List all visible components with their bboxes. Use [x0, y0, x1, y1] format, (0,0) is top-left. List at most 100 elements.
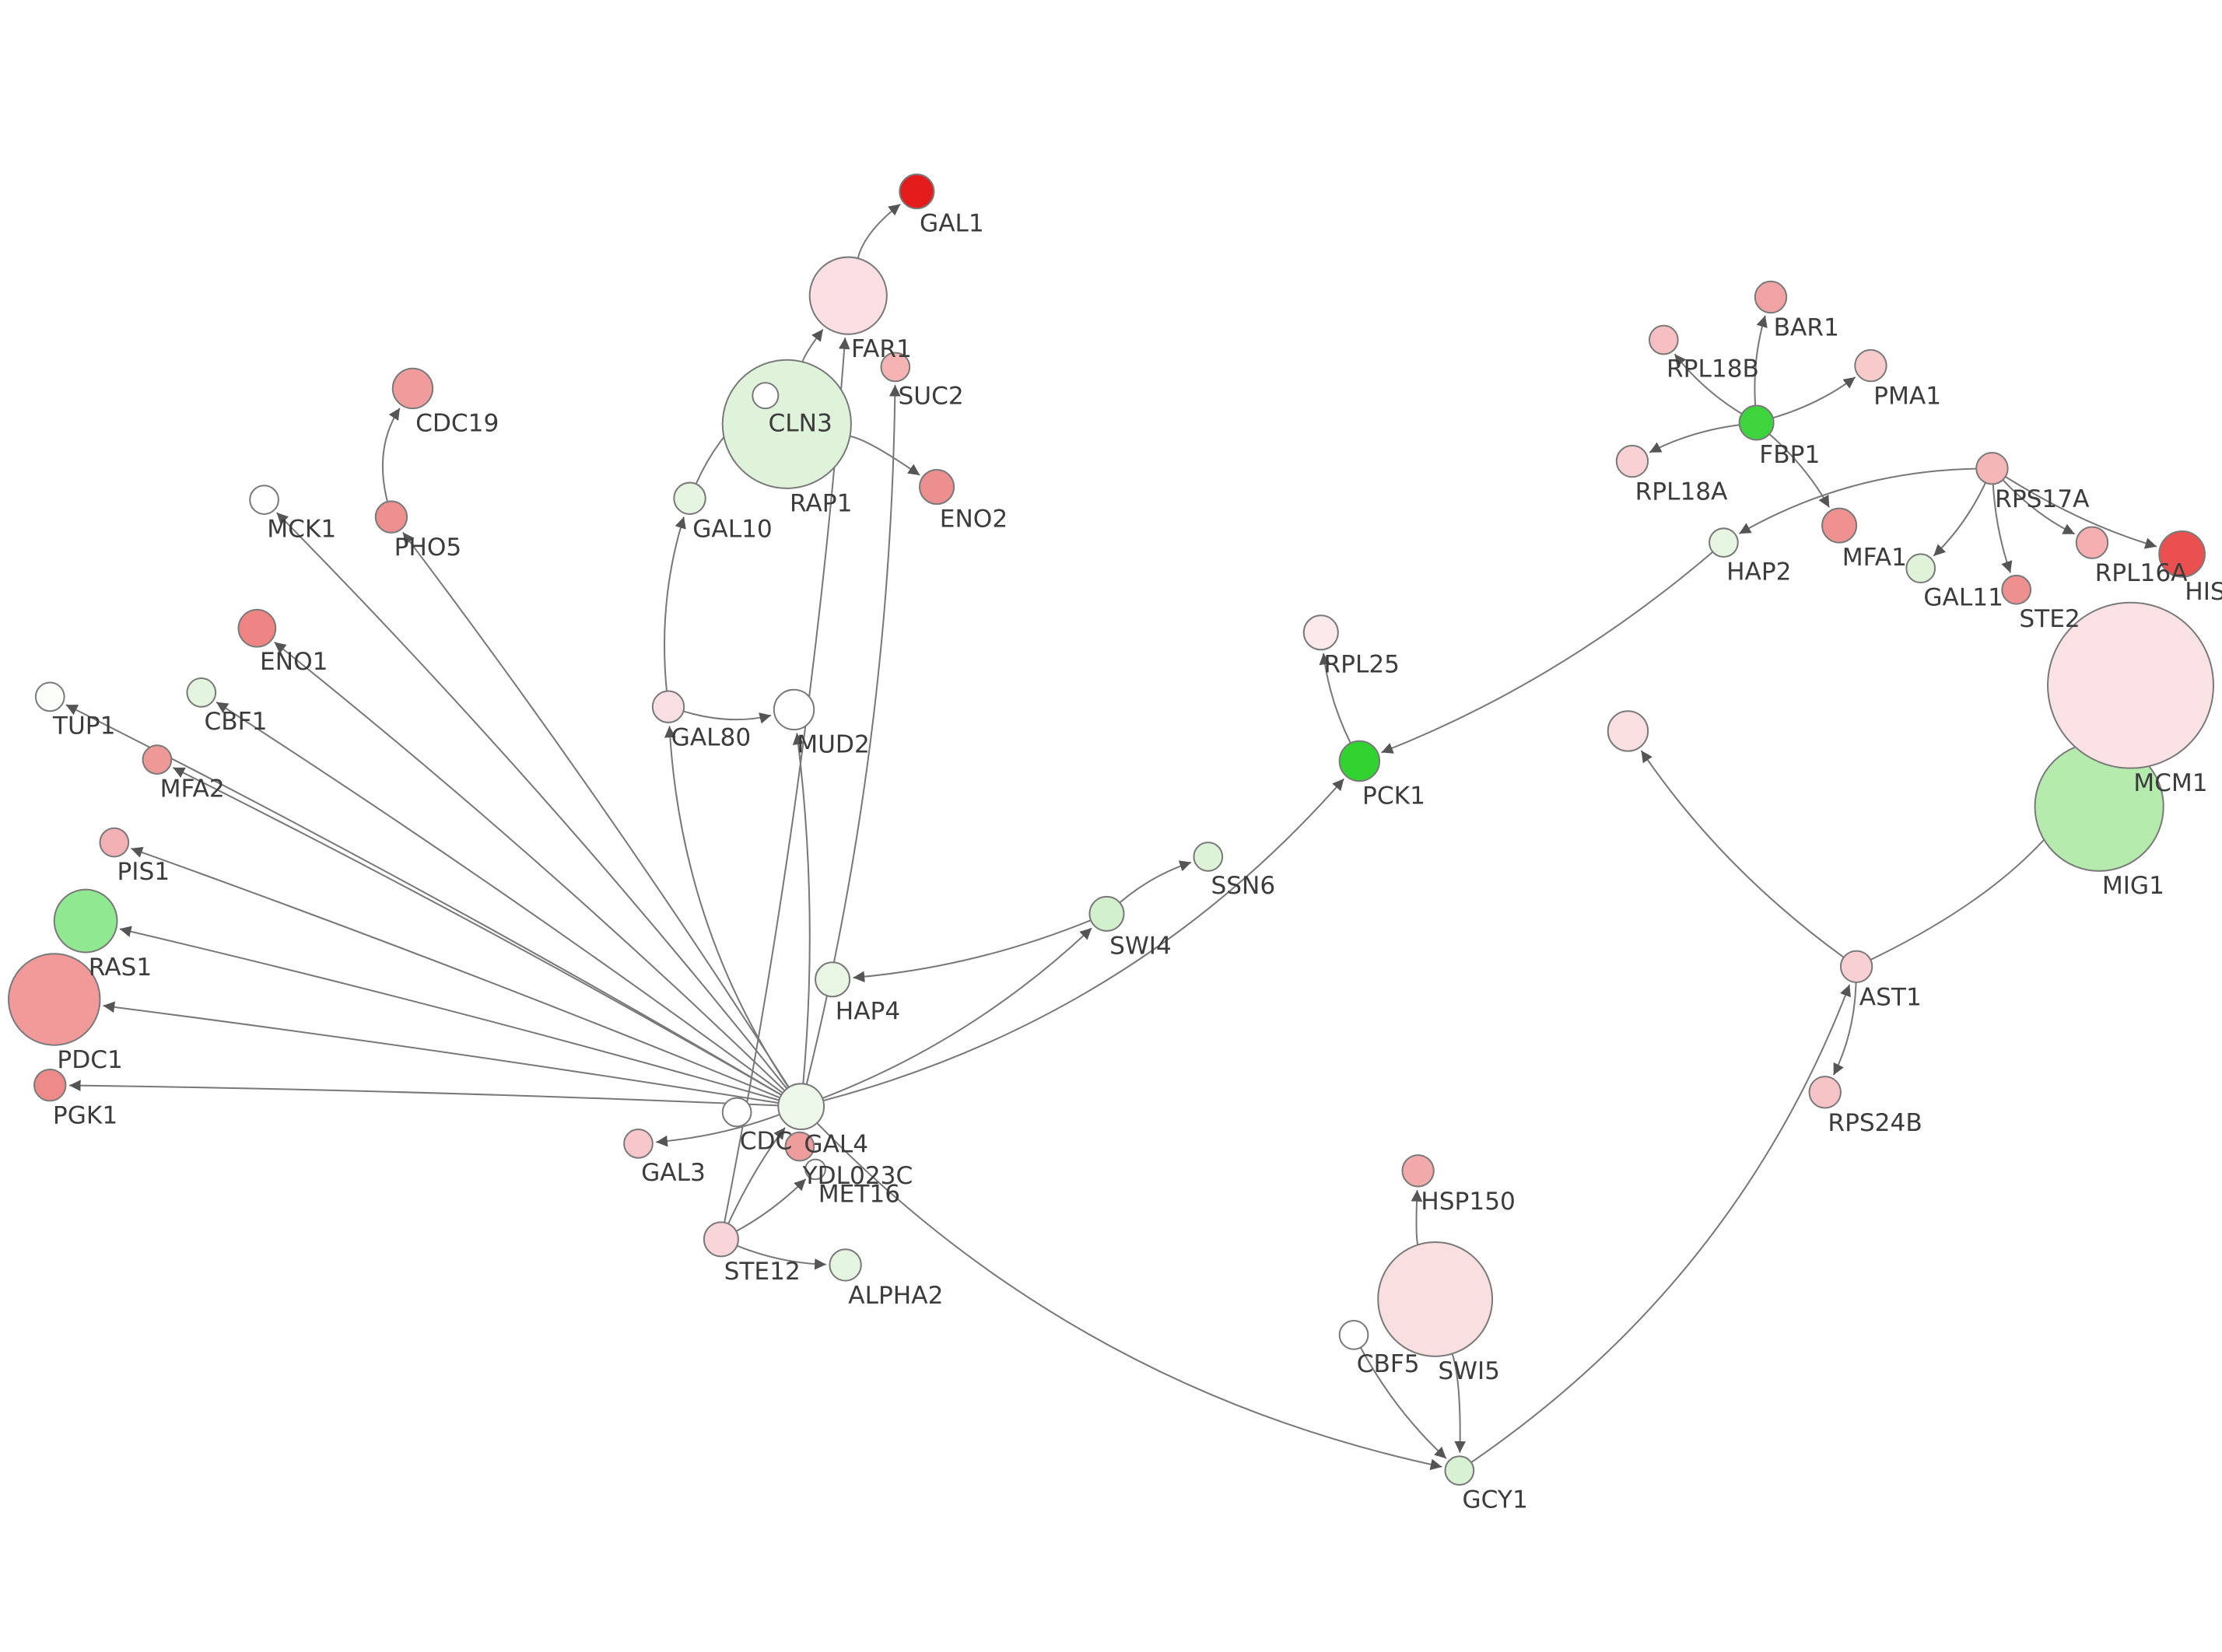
edge-FBP1-PMA1[interactable] [1772, 376, 1856, 419]
edge-GAL4-GAL80[interactable] [664, 726, 790, 1089]
node-STE2[interactable] [2001, 574, 2032, 605]
node-PCK1[interactable] [1338, 740, 1381, 782]
node-MFA2[interactable] [142, 744, 173, 775]
node-CBF5[interactable] [1338, 1319, 1369, 1350]
node-SSN6[interactable] [1193, 842, 1224, 872]
node-RAP1[interactable] [721, 359, 852, 489]
edge-SWI4-HAP4[interactable] [853, 919, 1092, 983]
edge-RPS17A-HIS4[interactable] [2004, 475, 2157, 549]
node-GAL11[interactable] [1905, 553, 1936, 584]
node-GCY1[interactable] [1444, 1455, 1475, 1486]
node-RPL16A[interactable] [2075, 526, 2109, 559]
node-RPL18B[interactable] [1648, 324, 1679, 355]
node-STE12[interactable] [703, 1221, 739, 1258]
edge-GAL4-ENO1[interactable] [274, 642, 786, 1092]
node-CLN3[interactable] [752, 382, 780, 410]
edge-GAL4-GAL3[interactable] [656, 1113, 781, 1147]
node-RPL25[interactable] [1302, 614, 1339, 651]
node-HAP2[interactable] [1709, 527, 1739, 558]
edge-PHO5-CDC19[interactable] [381, 408, 401, 502]
edge-RPS17A-HAP2[interactable] [1739, 467, 1978, 534]
edge-STE12-MET16[interactable] [735, 1178, 807, 1232]
node-PIS1[interactable] [99, 827, 130, 858]
node-PDC1[interactable] [8, 953, 101, 1046]
node-HAP4[interactable] [815, 961, 851, 998]
edge-GCY1-AST1[interactable] [1470, 984, 1851, 1464]
edge-GAL80-MUD2[interactable] [682, 710, 772, 724]
edge-GAL4-PHO5[interactable] [402, 532, 790, 1088]
edge-FAR1-GAL1[interactable] [857, 204, 901, 260]
node-AST1[interactable] [1839, 950, 1873, 983]
edge-GAL4-MFA2[interactable] [173, 767, 783, 1096]
edge-FBP1-RPL18B[interactable] [1674, 353, 1743, 415]
edge-GAL4-GCY1[interactable] [816, 1122, 1442, 1471]
edge-HAP2-PCK1[interactable] [1381, 551, 1714, 754]
node-HSP150[interactable] [1401, 1154, 1435, 1188]
edge-STE12-GAL4[interactable] [727, 1127, 786, 1225]
edge-GAL4-PCK1[interactable] [822, 778, 1344, 1102]
node-ALPHA2[interactable] [829, 1248, 862, 1282]
edge-SWI4-SSN6[interactable] [1119, 860, 1192, 904]
node-RPS17A[interactable] [1975, 452, 2009, 485]
edge-FBP1-BAR1[interactable] [1754, 315, 1768, 407]
edge-GAL4-PGK1[interactable] [68, 1080, 780, 1107]
node-SWI5[interactable] [1377, 1241, 1494, 1357]
node-RPL18A[interactable] [1615, 444, 1649, 478]
edge-AST1-RPS24B[interactable] [1833, 981, 1857, 1076]
node-MFA1[interactable] [1821, 507, 1858, 544]
edge-RPS17A-RPL16A[interactable] [2002, 478, 2075, 535]
edge-AST1-PINK1[interactable] [1641, 750, 1845, 958]
node-CBF1[interactable] [186, 677, 217, 708]
edge-GAL4-TUP1[interactable] [65, 704, 783, 1096]
node-PMA1[interactable] [1854, 348, 1887, 383]
node-YDL023C[interactable] [784, 1131, 815, 1162]
node-SUC2[interactable] [880, 352, 911, 383]
node-MET16[interactable] [804, 1158, 826, 1181]
edge-SWI5-GCY1[interactable] [1451, 1353, 1467, 1453]
edge-RAP1-FAR1[interactable] [801, 329, 824, 363]
edge-CBF5-GCY1[interactable] [1359, 1346, 1447, 1459]
nodes-layer [8, 173, 2214, 1486]
node-ENO2[interactable] [919, 469, 955, 506]
node-GAL3[interactable] [623, 1129, 654, 1159]
edge-GAL4-PDC1[interactable] [103, 1001, 780, 1104]
edge-GAL4-PIS1[interactable] [131, 846, 781, 1099]
edge-GAL4-MCK1[interactable] [276, 512, 788, 1090]
edge-PCK1-RPL25[interactable] [1319, 653, 1352, 744]
edge-GAL4-RAS1[interactable] [119, 926, 780, 1101]
node-RAS1[interactable] [53, 888, 118, 954]
edge-GAL4-MUD2[interactable] [792, 733, 811, 1085]
edge-GAL80-GAL10[interactable] [664, 516, 686, 692]
edge-RPS17A-STE2[interactable] [1992, 483, 2013, 573]
edge-GAL4-SWI4[interactable] [822, 927, 1092, 1100]
node-MCK1[interactable] [249, 485, 279, 515]
edge-GAL4-CBF1[interactable] [216, 702, 784, 1094]
node-HIS4[interactable] [2158, 530, 2206, 578]
node-PINK1[interactable] [1607, 710, 1649, 752]
edge-FBP1-MFA1[interactable] [1768, 432, 1830, 508]
node-BAR1[interactable] [1754, 280, 1788, 314]
node-FAR1[interactable] [808, 256, 888, 335]
node-FBP1[interactable] [1738, 404, 1775, 441]
node-SWI4[interactable] [1088, 895, 1125, 932]
edge-RPS17A-GAL11[interactable] [1933, 481, 1987, 557]
node-CDC[interactable] [721, 1097, 752, 1128]
edge-RAP1-ENO2[interactable] [849, 435, 920, 476]
edge-SWI5-HSP150[interactable] [1411, 1189, 1423, 1246]
node-CDC19[interactable] [391, 367, 434, 410]
node-MCM1[interactable] [2047, 601, 2214, 769]
node-TUP1[interactable] [34, 681, 65, 712]
node-GAL80[interactable] [651, 690, 685, 723]
node-GAL1[interactable] [899, 173, 935, 210]
node-PHO5[interactable] [374, 500, 408, 534]
node-PGK1[interactable] [33, 1068, 67, 1102]
edge-STE12-ALPHA2[interactable] [736, 1244, 826, 1270]
node-GAL10[interactable] [673, 481, 706, 515]
edge-FBP1-RPL18A[interactable] [1649, 424, 1740, 453]
node-MUD2[interactable] [773, 688, 815, 731]
node-ENO1[interactable] [237, 608, 277, 648]
node-GAL4[interactable] [777, 1083, 825, 1131]
node-RPS24B[interactable] [1808, 1076, 1842, 1109]
